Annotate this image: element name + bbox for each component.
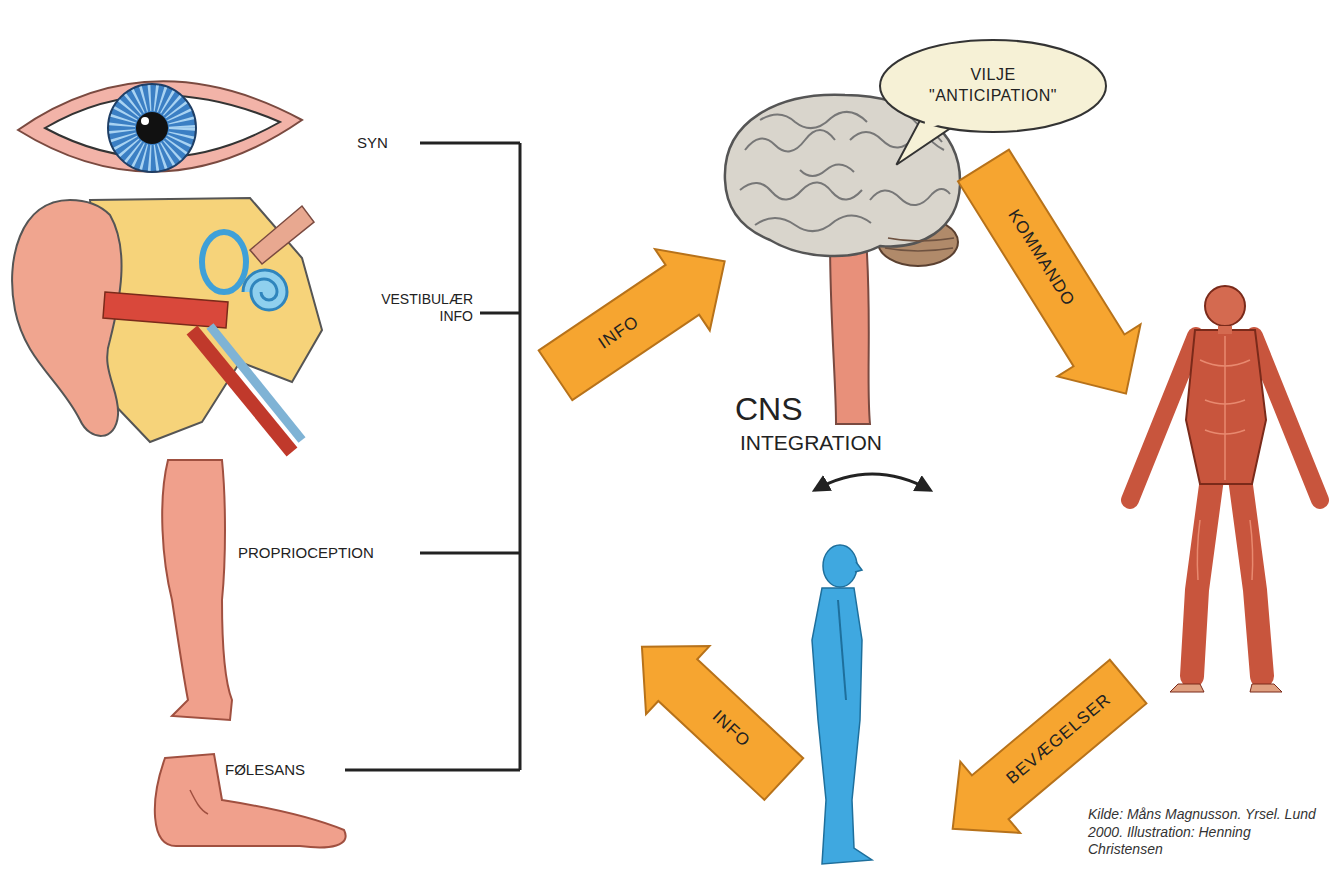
ear-illustration <box>210 326 302 440</box>
bubble-outline <box>880 40 1106 132</box>
block-arrow: INFO <box>608 611 815 813</box>
brain-illustration <box>740 182 862 199</box>
sense-label: VESTIBULÆR INFO <box>355 291 473 325</box>
source-caption: Kilde: Måns Magnusson. Yrsel. Lund 2000.… <box>1088 806 1328 859</box>
bubble-seam <box>924 111 954 129</box>
muscle-figure <box>1197 336 1252 580</box>
muscle-figure <box>1205 430 1245 434</box>
brain-illustration <box>760 112 867 128</box>
arrow-shape <box>527 219 753 417</box>
bracket-lines <box>345 143 520 770</box>
cns-label: CNS <box>735 390 803 428</box>
ear-illustration <box>202 232 246 292</box>
standing-figure <box>855 562 862 572</box>
muscle-figure <box>1170 684 1204 692</box>
leg-illustration <box>162 460 232 720</box>
bracket-lines <box>519 143 522 770</box>
standing-figure <box>812 545 872 864</box>
muscle-figure <box>1250 520 1253 580</box>
foot-illustration <box>190 790 208 814</box>
eye-illustration <box>18 81 302 171</box>
leg-illustration <box>162 460 232 720</box>
arrow-shape <box>942 140 1168 420</box>
brain-illustration <box>888 238 954 241</box>
ear-illustration <box>12 198 322 452</box>
muscle-figure <box>1130 286 1320 692</box>
ear-illustration <box>250 206 314 264</box>
cns-label: INTEGRATION <box>740 430 882 455</box>
sense-label: PROPRIOCEPTION <box>238 544 374 562</box>
eye-illustration <box>141 117 149 125</box>
muscle-figure <box>1205 400 1245 404</box>
eye-illustration <box>18 81 302 172</box>
sense-label: FØLESANS <box>225 761 305 779</box>
bracket-lines <box>420 142 520 145</box>
sway-arrow <box>815 474 930 490</box>
block-arrow: KOMMANDO <box>941 139 1169 421</box>
bracket-lines <box>420 552 520 555</box>
muscle-figure <box>1192 478 1212 676</box>
arrow-shape <box>923 645 1158 863</box>
eye-illustration <box>136 112 168 144</box>
foot-illustration <box>155 754 346 847</box>
muscle-figure <box>1205 286 1245 326</box>
ear-illustration <box>90 198 322 442</box>
arrow-shape <box>610 612 815 812</box>
brain-illustration <box>830 238 870 424</box>
brain-illustration <box>725 95 960 424</box>
block-arrow: INFO <box>527 219 753 417</box>
muscle-figure <box>1250 684 1282 692</box>
muscle-figure <box>1218 326 1232 334</box>
ear-illustration <box>243 270 287 310</box>
foot-illustration <box>155 754 346 847</box>
ear-illustration <box>192 330 292 452</box>
speech-bubble: VILJE "ANTICIPATION" <box>878 38 1108 134</box>
standing-figure <box>838 600 846 700</box>
brain-illustration <box>800 164 854 176</box>
muscle-figure <box>1240 478 1262 676</box>
bubble-text: VILJE "ANTICIPATION" <box>908 65 1078 107</box>
muscle-figure <box>1224 336 1226 480</box>
standing-figure <box>823 545 857 587</box>
brain-illustration <box>870 189 950 205</box>
brain-illustration <box>745 130 835 151</box>
standing-figure <box>812 588 872 864</box>
muscle-figure <box>1186 330 1266 484</box>
brain-illustration <box>885 248 953 251</box>
eye-illustration <box>122 98 182 158</box>
brain-illustration <box>885 238 954 251</box>
muscle-figure <box>1200 360 1250 366</box>
bubble-outline <box>878 38 1108 134</box>
eye-illustration <box>108 84 196 172</box>
arrow-shape <box>528 221 752 416</box>
brain-illustration <box>755 215 871 231</box>
muscle-figure <box>1197 520 1200 580</box>
sense-label: SYN <box>357 134 388 152</box>
bracket-lines <box>345 769 520 772</box>
arrow-shape <box>608 611 815 813</box>
bracket-lines <box>480 312 520 315</box>
ear-illustration <box>103 292 228 328</box>
